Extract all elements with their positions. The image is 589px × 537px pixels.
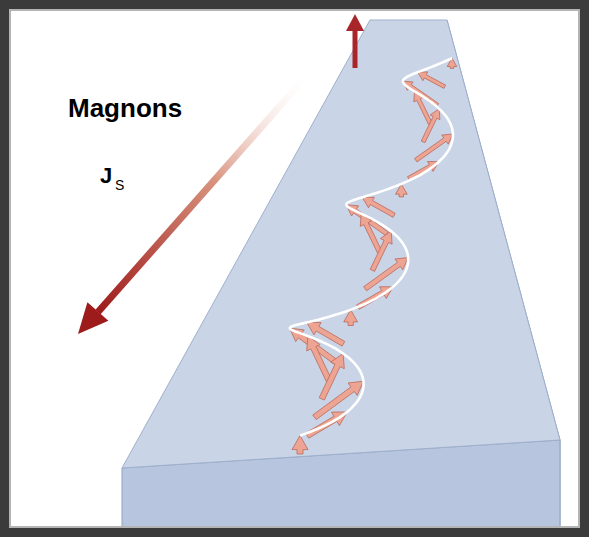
spin-current-head [78,302,108,334]
slab-top [122,20,560,468]
spin-current-subscript: S [115,178,124,192]
spin-arrow [364,258,409,291]
spin-arrow [421,109,440,143]
magnon-illustration [11,11,578,526]
spin-arrows [290,58,457,454]
spin-arrow [362,197,395,217]
spin-arrow [292,436,308,454]
spin-arrow [415,134,453,162]
figure-panel: MagnonsJS [9,9,580,528]
spin-current-symbol: J [100,165,112,187]
precession-helix [290,58,453,435]
magnon-label: Magnons [68,95,182,121]
field-arrow-head [346,14,364,31]
spin-arrow [418,72,446,89]
spin-arrow [319,354,344,401]
spin-arrow [307,336,332,382]
spin-arrow [370,231,392,271]
